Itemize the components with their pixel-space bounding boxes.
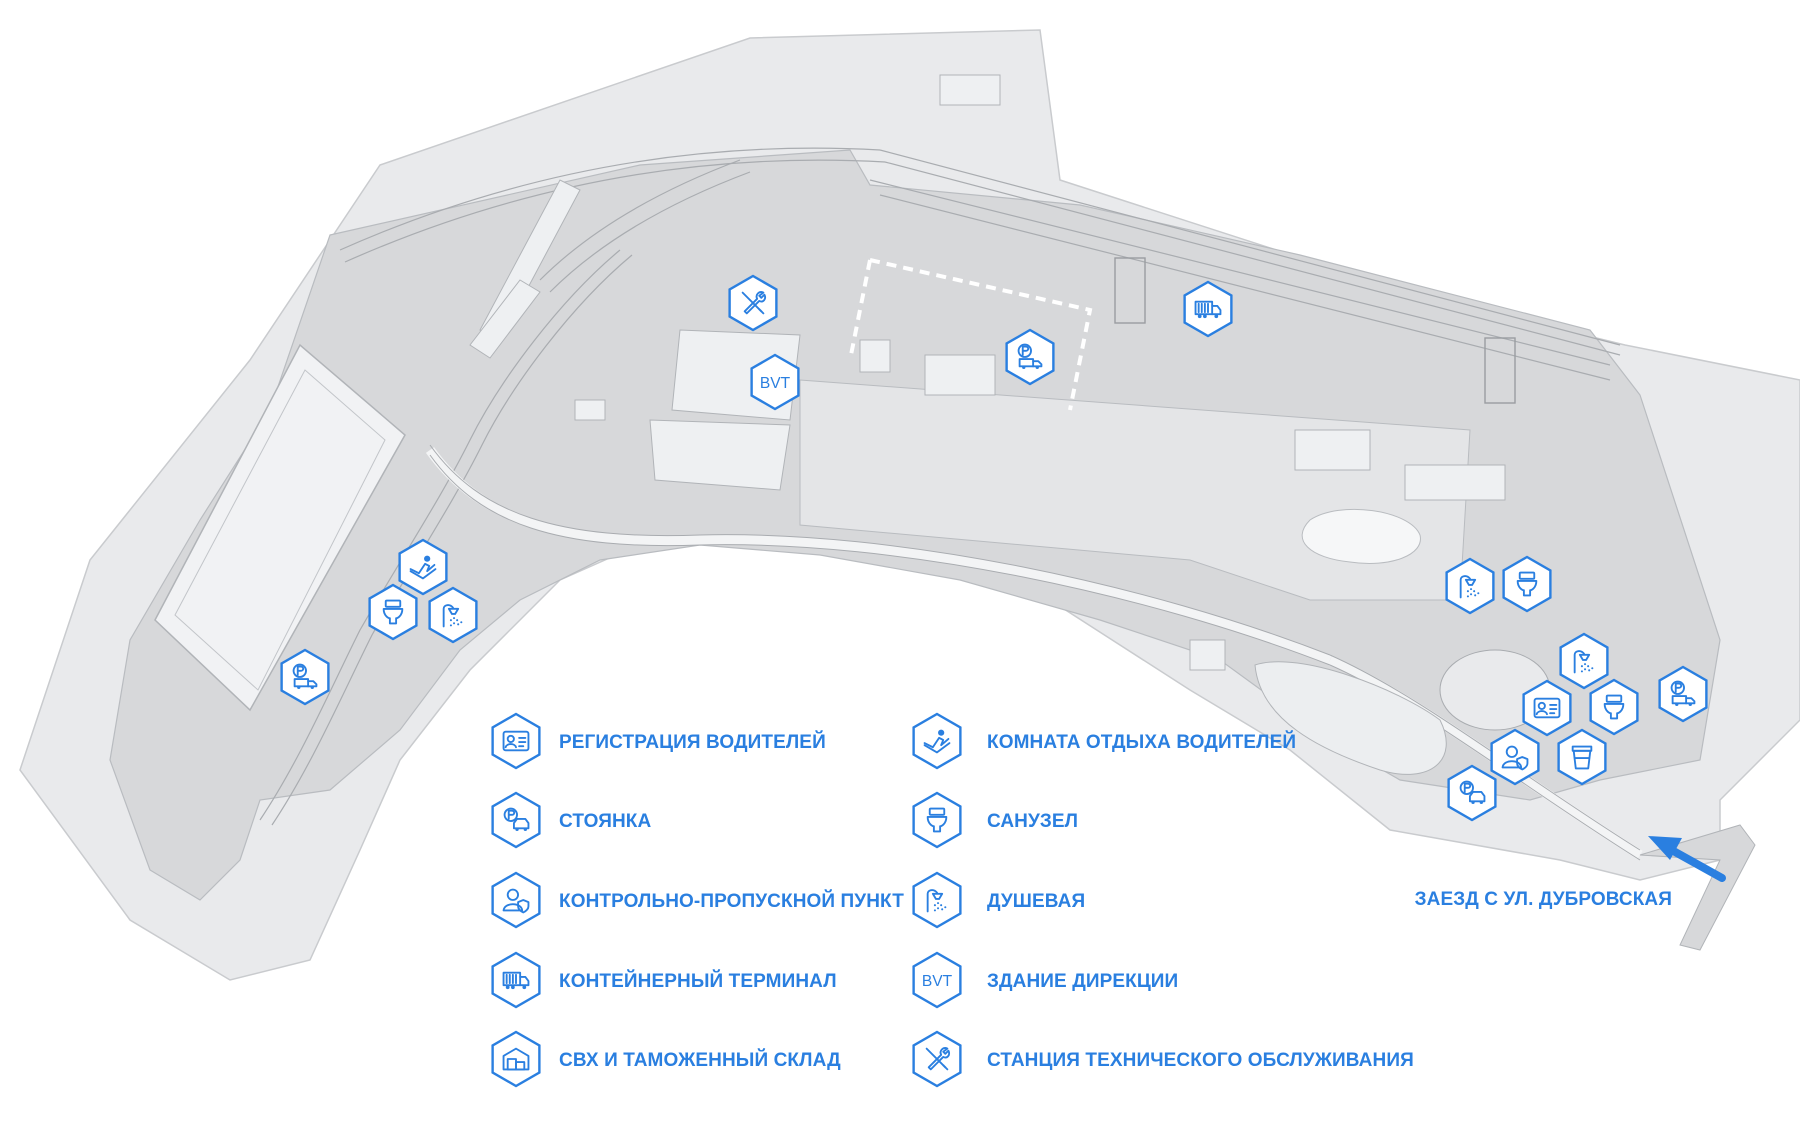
legend-toilet-icon[interactable]: [912, 791, 962, 849]
sheds: [469, 179, 581, 359]
legend-parking-icon[interactable]: [491, 791, 541, 849]
driver-rest-icon: [409, 555, 437, 580]
legend-item: ДУШЕВАЯ: [912, 871, 1085, 929]
map-marker-container-truck-icon[interactable]: [1183, 280, 1233, 338]
svg-text:BVT: BVT: [760, 375, 791, 392]
bvt-icon: BVT: [922, 973, 953, 990]
shower-icon: [442, 604, 463, 628]
checkpoint-icon: [502, 888, 530, 914]
admin-buildings: [574, 74, 1506, 671]
shower-icon: [1459, 575, 1480, 599]
legend-item: КОНТЕЙНЕРНЫЙ ТЕРМИНАЛ: [491, 951, 837, 1009]
legend-bvt-icon[interactable]: BVT: [912, 951, 962, 1009]
toilet-icon: [1603, 694, 1625, 720]
toilet-icon: [382, 599, 404, 625]
checkpoint-icon: [1501, 745, 1529, 771]
site-plan: [19, 29, 1800, 981]
container-truck-icon: [1194, 300, 1222, 319]
coffee-icon: [1571, 745, 1593, 770]
pond: [1301, 508, 1421, 564]
map-marker-checkpoint-icon[interactable]: [1490, 728, 1540, 786]
entrance-arrow: [1648, 836, 1726, 882]
parking-boundary: [848, 258, 1093, 411]
map-marker-toilet-icon[interactable]: [1502, 555, 1552, 613]
legend-warehouse-icon[interactable]: [491, 1030, 541, 1088]
shower-icon: [926, 889, 947, 913]
map-marker-toilet-icon[interactable]: [1589, 678, 1639, 736]
service-station-icon: [925, 1047, 950, 1071]
map-marker-bvt-icon[interactable]: BVT: [750, 353, 800, 411]
entrance-label: ЗАЕЗД С УЛ. ДУБРОВСКАЯ: [1415, 889, 1672, 910]
road-island: [1254, 661, 1447, 775]
map-marker-truck-parking-icon[interactable]: [1005, 328, 1055, 386]
legend-label: СТОЯНКА: [559, 811, 651, 832]
map-marker-shower-icon[interactable]: [428, 586, 478, 644]
railway-tracks: [259, 147, 1621, 826]
legend-item: РЕГИСТРАЦИЯ ВОДИТЕЛЕЙ: [491, 712, 826, 770]
legend-driver-registration-icon[interactable]: [491, 712, 541, 770]
map-marker-driver-registration-icon[interactable]: [1522, 679, 1572, 737]
map-marker-driver-rest-icon[interactable]: [398, 538, 448, 596]
warehouse-icon: [502, 1047, 530, 1071]
legend-container-truck-icon[interactable]: [491, 951, 541, 1009]
legend-label: КОНТЕЙНЕРНЫЙ ТЕРМИНАЛ: [559, 970, 837, 992]
driver-rest-icon: [923, 729, 951, 754]
toilet-icon: [926, 807, 948, 833]
legend-item: СТОЯНКА: [491, 791, 651, 849]
service-station-icon: [741, 291, 766, 315]
legend-service-station-icon[interactable]: [912, 1030, 962, 1088]
legend-item: КОМНАТА ОТДЫХА ВОДИТЕЛЕЙ: [912, 712, 1296, 770]
legend-label: КОМНАТА ОТДЫХА ВОДИТЕЛЕЙ: [987, 731, 1296, 753]
truck-parking-icon: [1017, 343, 1043, 370]
map-marker-toilet-icon[interactable]: [368, 583, 418, 641]
legend-label: СВХ И ТАМОЖЕННЫЙ СКЛАД: [559, 1049, 841, 1071]
legend-driver-rest-icon[interactable]: [912, 712, 962, 770]
legend: РЕГИСТРАЦИЯ ВОДИТЕЛЕЙ СТОЯНКА КОНТРОЛЬНО-П…: [491, 712, 1414, 1088]
map-marker-truck-parking-icon[interactable]: [1658, 665, 1708, 723]
driver-registration-icon: [1533, 697, 1561, 719]
legend-label: ДУШЕВАЯ: [987, 891, 1085, 912]
legend-label: САНУЗЕЛ: [987, 811, 1078, 832]
map-markers: BVT: [280, 274, 1708, 822]
legend-checkpoint-icon[interactable]: [491, 871, 541, 929]
parking-icon: [503, 807, 530, 832]
legend-item: КОНТРОЛЬНО-ПРОПУСКНОЙ ПУНКТ: [491, 871, 904, 929]
roads: [425, 447, 1643, 860]
map-marker-truck-parking-icon[interactable]: [280, 648, 330, 706]
customs-warehouse-building: [154, 343, 406, 712]
bvt-icon: BVT: [760, 375, 791, 392]
map-marker-service-station-icon[interactable]: [728, 274, 778, 332]
truck-parking-icon: [1670, 680, 1696, 707]
map-marker-coffee-icon[interactable]: [1557, 728, 1607, 786]
gantry-cranes: [1114, 257, 1516, 404]
truck-parking-icon: [292, 663, 318, 690]
map-marker-parking-icon[interactable]: [1447, 764, 1497, 822]
legend-shower-icon[interactable]: [912, 871, 962, 929]
legend-label: СТАНЦИЯ ТЕХНИЧЕСКОГО ОБСЛУЖИВАНИЯ: [987, 1050, 1414, 1071]
legend-label: ЗДАНИЕ ДИРЕКЦИИ: [987, 971, 1178, 992]
legend-item: СВХ И ТАМОЖЕННЫЙ СКЛАД: [491, 1030, 841, 1088]
legend-label: КОНТРОЛЬНО-ПРОПУСКНОЙ ПУНКТ: [559, 890, 904, 912]
svg-text:BVT: BVT: [922, 973, 953, 990]
driver-registration-icon: [502, 730, 530, 752]
container-truck-icon: [502, 971, 530, 990]
legend-label: РЕГИСТРАЦИЯ ВОДИТЕЛЕЙ: [559, 731, 826, 753]
legend-item: BVT ЗДАНИЕ ДИРЕКЦИИ: [912, 951, 1178, 1009]
legend-item: СТАНЦИЯ ТЕХНИЧЕСКОГО ОБСЛУЖИВАНИЯ: [912, 1030, 1414, 1088]
toilet-icon: [1516, 571, 1538, 597]
legend-item: САНУЗЕЛ: [912, 791, 1078, 849]
map-marker-shower-icon[interactable]: [1559, 632, 1609, 690]
parking-icon: [1459, 780, 1486, 805]
map-marker-shower-icon[interactable]: [1445, 557, 1495, 615]
shower-icon: [1573, 650, 1594, 674]
